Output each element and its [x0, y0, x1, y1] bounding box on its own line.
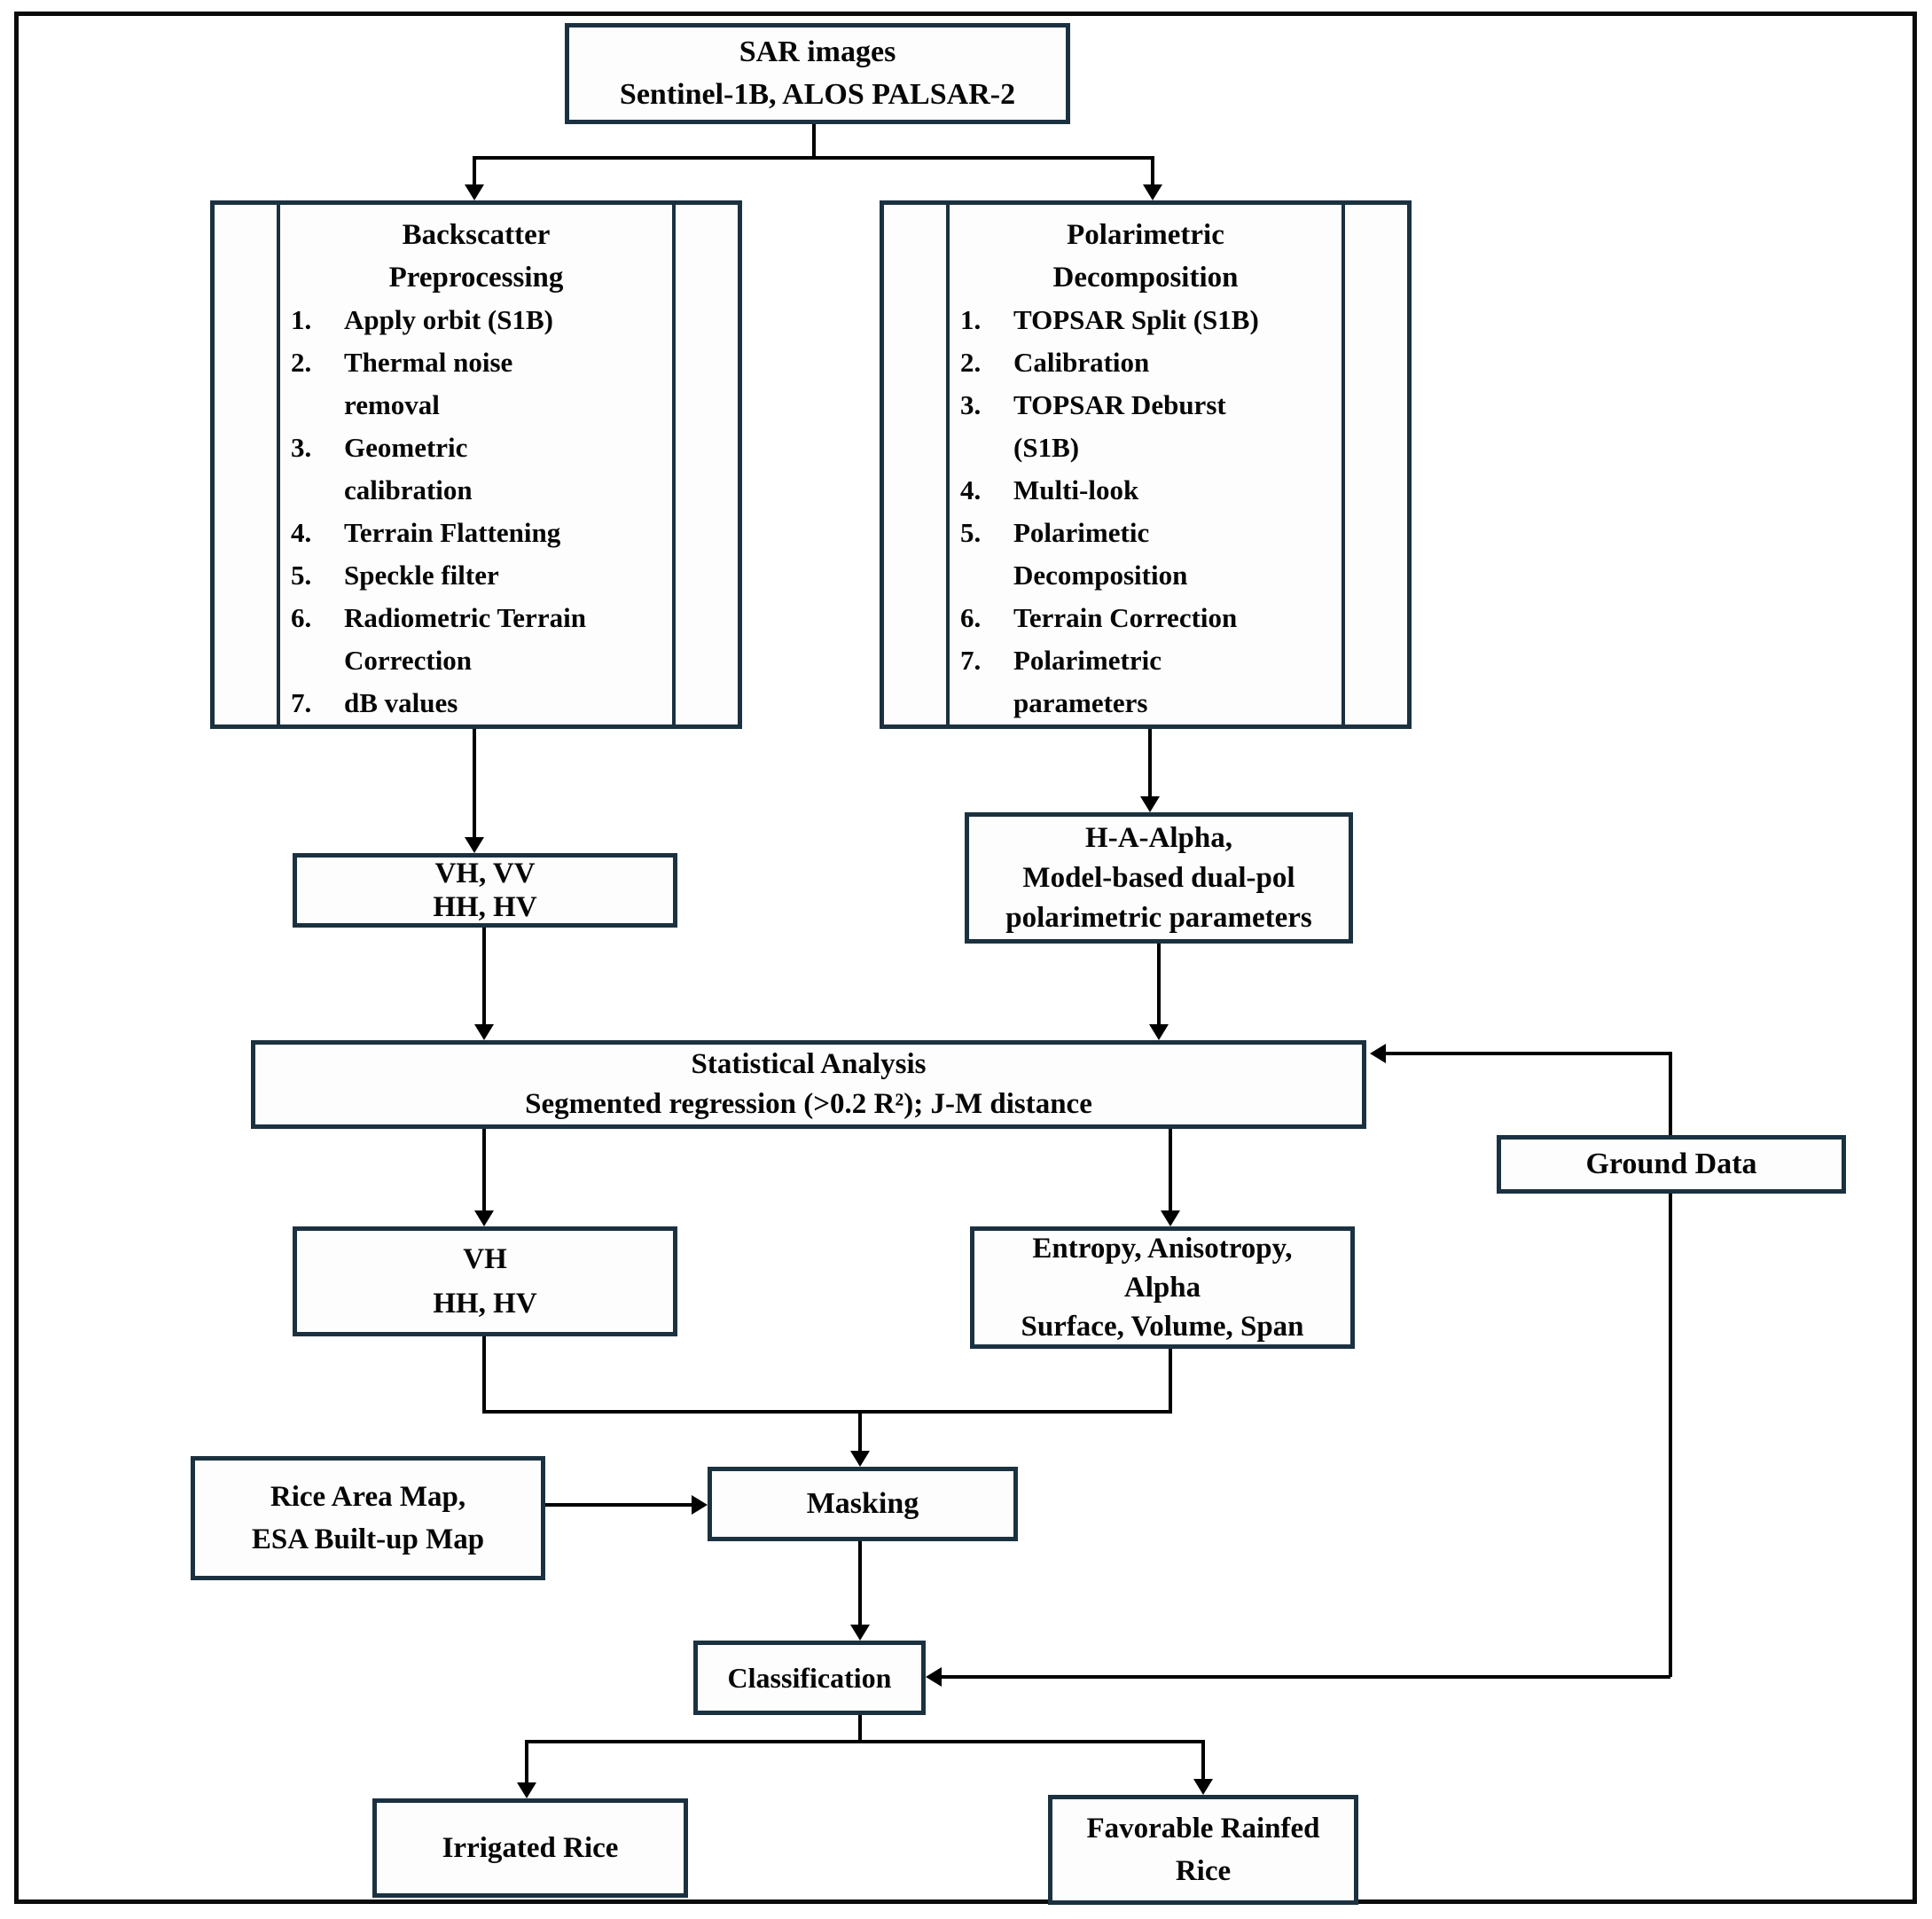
arrowhead-down-icon	[465, 184, 484, 200]
connector-line	[482, 1336, 486, 1414]
node-backscatter-preprocessing: Backscatter Preprocessing Apply orbit (S…	[210, 200, 742, 729]
node-classification-label: Classification	[727, 1661, 892, 1694]
backscatter-step-list: Apply orbit (S1B) Thermal noise removal …	[285, 299, 667, 725]
node-vh-vv-hh-hv: VH, VV HH, HV	[293, 853, 677, 928]
connector-line	[942, 1675, 1670, 1679]
node-statistical-analysis: Statistical Analysis Segmented regressio…	[251, 1040, 1366, 1129]
connector-line	[1669, 1052, 1672, 1135]
connector-line	[1377, 1052, 1672, 1055]
connector-line	[858, 1541, 862, 1625]
arrowhead-down-icon	[1143, 184, 1162, 200]
node-masking-label: Masking	[806, 1487, 919, 1520]
node-polarimetric-title: Polarimetric Decomposition	[1052, 219, 1239, 294]
connector-line	[473, 729, 476, 837]
arrowhead-down-icon	[465, 837, 484, 853]
backscatter-step: Radiometric Terrain Correction	[291, 597, 586, 676]
connector-line	[545, 1503, 692, 1507]
node-vh-hh-hv: VH HH, HV	[293, 1226, 677, 1336]
polarimetric-step: Polarimetric parameters	[960, 639, 1162, 718]
polarimetric-step: Polarimetic Decomposition	[960, 512, 1188, 591]
polarimetric-step: Calibration	[960, 341, 1150, 384]
connector-line	[473, 156, 476, 186]
inner-strip-line	[277, 205, 280, 725]
arrowhead-left-icon	[926, 1667, 942, 1687]
node-ground-data: Ground Data	[1497, 1135, 1846, 1194]
arrowhead-down-icon	[850, 1451, 870, 1467]
connector-line	[482, 1410, 1172, 1414]
inner-strip-line	[946, 205, 950, 725]
node-sar-images: SAR images Sentinel-1B, ALOS PALSAR-2	[565, 23, 1070, 124]
connector-line	[858, 1412, 862, 1451]
polarimetric-step: Terrain Correction	[960, 597, 1238, 639]
arrowhead-down-icon	[517, 1782, 536, 1798]
connector-line	[482, 928, 486, 1024]
node-irrigated-rice: Irrigated Rice	[372, 1798, 688, 1898]
arrowhead-right-icon	[692, 1495, 708, 1515]
node-sar-images-label: SAR images Sentinel-1B, ALOS PALSAR-2	[619, 35, 1016, 111]
polarimetric-step-list: TOPSAR Split (S1B) Calibration TOPSAR De…	[955, 299, 1336, 725]
inner-strip-line	[672, 205, 676, 725]
connector-line	[525, 1740, 1205, 1743]
figure-border	[14, 12, 1917, 1904]
node-h-a-alpha-parameters: H-A-Alpha, Model-based dual-pol polarime…	[965, 812, 1353, 944]
arrowhead-down-icon	[474, 1210, 494, 1226]
connector-line	[473, 156, 1154, 160]
backscatter-step: Geometric calibration	[291, 427, 473, 505]
node-favorable-rainfed-rice-label: Favorable Rainfed Rice	[1086, 1813, 1320, 1887]
backscatter-step: Speckle filter	[291, 554, 499, 597]
node-entropy-label: Entropy, Anisotropy, Alpha Surface, Volu…	[1021, 1233, 1304, 1343]
connector-line	[1201, 1740, 1205, 1779]
arrowhead-down-icon	[1140, 796, 1160, 812]
arrowhead-down-icon	[1149, 1024, 1169, 1040]
connector-line	[482, 1129, 486, 1210]
connector-line	[1157, 944, 1161, 1024]
node-rice-area-esa-map: Rice Area Map, ESA Built-up Map	[191, 1456, 545, 1580]
node-favorable-rainfed-rice: Favorable Rainfed Rice	[1048, 1795, 1358, 1905]
connector-line	[858, 1715, 862, 1742]
polarimetric-step: Multi-look	[960, 469, 1139, 512]
node-vh-vv-hh-hv-label: VH, VV HH, HV	[433, 858, 537, 923]
inner-strip-line	[1341, 205, 1345, 725]
node-backscatter-title: Backscatter Preprocessing	[388, 219, 564, 294]
node-polarimetric-decomposition: Polarimetric Decomposition TOPSAR Split …	[880, 200, 1412, 729]
node-masking: Masking	[708, 1467, 1018, 1541]
node-classification: Classification	[693, 1641, 926, 1715]
arrowhead-left-icon	[1370, 1044, 1386, 1063]
node-vh-hh-hv-label: VH HH, HV	[433, 1243, 537, 1320]
connector-line	[525, 1740, 528, 1782]
connector-line	[1669, 1194, 1672, 1677]
connector-line	[1151, 156, 1154, 186]
connector-line	[812, 124, 816, 158]
node-rice-area-esa-map-label: Rice Area Map, ESA Built-up Map	[251, 1481, 485, 1555]
connector-line	[1169, 1129, 1172, 1210]
connector-line	[1148, 729, 1152, 796]
backscatter-step: Terrain Flattening	[291, 512, 561, 554]
backscatter-step: dB values	[291, 682, 458, 725]
backscatter-step: Apply orbit (S1B)	[291, 299, 553, 341]
connector-line	[1169, 1349, 1172, 1414]
backscatter-step: Thermal noise removal	[291, 341, 513, 420]
node-entropy-anisotropy-alpha: Entropy, Anisotropy, Alpha Surface, Volu…	[970, 1226, 1355, 1349]
node-ground-data-label: Ground Data	[1585, 1147, 1757, 1180]
arrowhead-down-icon	[1193, 1779, 1213, 1795]
polarimetric-step: TOPSAR Split (S1B)	[960, 299, 1259, 341]
polarimetric-step: TOPSAR Deburst (S1B)	[960, 384, 1226, 463]
node-irrigated-rice-label: Irrigated Rice	[442, 1831, 619, 1864]
arrowhead-down-icon	[474, 1024, 494, 1040]
arrowhead-down-icon	[850, 1625, 870, 1641]
node-statistical-analysis-label: Statistical Analysis Segmented regressio…	[525, 1048, 1092, 1120]
arrowhead-down-icon	[1161, 1210, 1180, 1226]
node-h-a-alpha-label: H-A-Alpha, Model-based dual-pol polarime…	[1005, 821, 1312, 934]
